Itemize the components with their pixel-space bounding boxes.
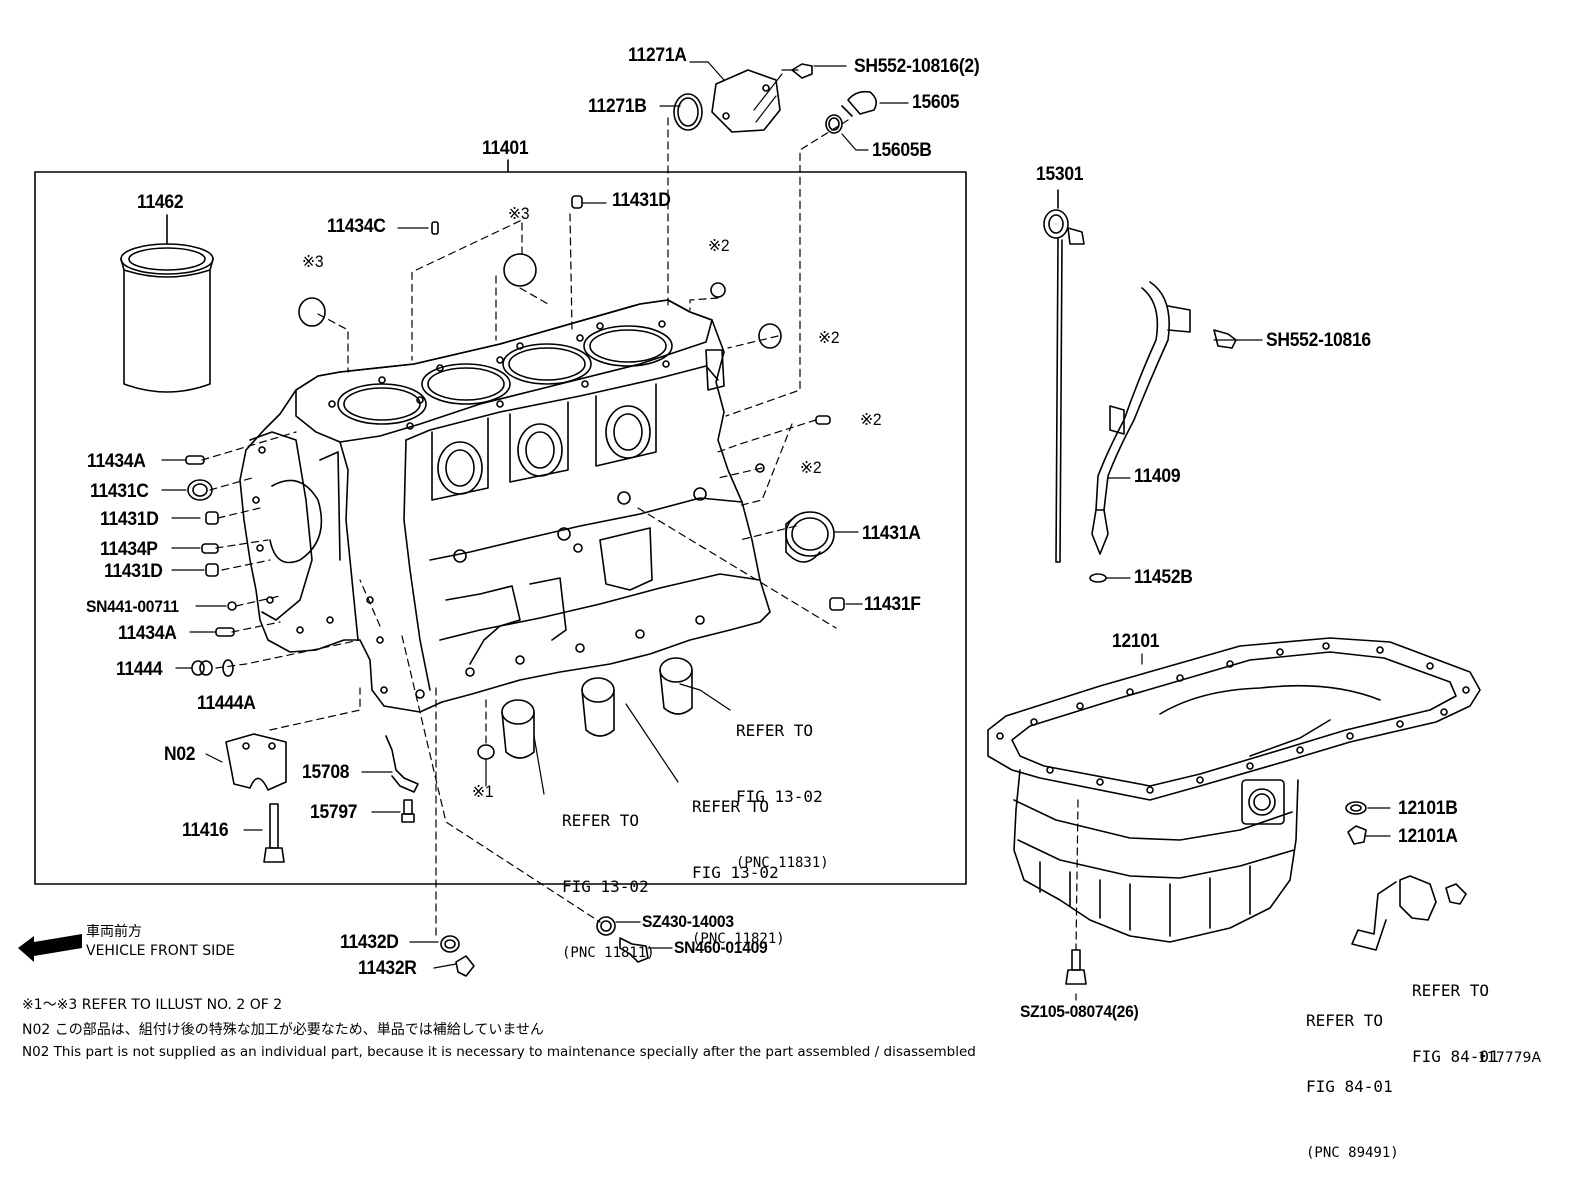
label-11271A: 11271A — [628, 45, 687, 66]
refer-pnc-11831: REFER TO FIG 13-02 (PNC 11831) — [736, 676, 829, 896]
note-n02-jp: N02 この部品は、組付け後の特殊な加工が必要なため、単品では補給していません — [22, 1022, 544, 1038]
label-11452B: 11452B — [1134, 567, 1193, 588]
refer-pnc: (PNC 89491) — [1306, 1145, 1399, 1161]
note-n02-en: N02 This part is not supplied as an indi… — [22, 1044, 976, 1060]
label-ref1: ※1 — [472, 782, 494, 801]
label-11431A: 11431A — [862, 523, 921, 544]
cylinder-block-11401 — [239, 299, 771, 713]
label-11416: 11416 — [182, 820, 229, 841]
label-11432D: 11432D — [340, 932, 399, 953]
front-side-jp: 車両前方 — [86, 924, 142, 940]
oring-11271B — [673, 93, 703, 131]
refer-line-1: REFER TO — [562, 811, 640, 830]
refer-line-2: FIG 84-01 — [1306, 1077, 1393, 1096]
refer-line-2: FIG 13-02 — [692, 863, 779, 882]
front-side-en: VEHICLE FRONT SIDE — [86, 943, 235, 959]
label-ref2-b: ※2 — [818, 328, 840, 347]
oil-pan-12101 — [987, 637, 1481, 943]
label-11409: 11409 — [1134, 466, 1181, 487]
note-refer-illust: ※1～※3 REFER TO ILLUST NO. 2 OF 2 — [22, 997, 283, 1013]
refer-pnc-89491: REFER TO FIG 84-01 (PNC 89491) — [1306, 966, 1399, 1186]
label-15605: 15605 — [912, 92, 960, 113]
dipstick-guide-11409 — [1089, 281, 1191, 583]
refer-pnc: (PNC 11821) — [692, 931, 785, 947]
label-ref3-a: ※3 — [508, 204, 530, 223]
label-ref2-d: ※2 — [800, 458, 822, 477]
refer-pnc-11821: REFER TO FIG 13-02 (PNC 11821) — [692, 752, 785, 972]
label-15708: 15708 — [302, 762, 350, 783]
label-11434A-1: 11434A — [87, 451, 146, 472]
dipstick-15301 — [1043, 189, 1085, 563]
label-11444: 11444 — [116, 659, 163, 680]
label-sh552-10816: SH552-10816 — [1266, 330, 1371, 351]
refer-pnc-11811: REFER TO FIG 13-02 (PNC 11811) — [562, 766, 655, 986]
label-11432R: 11432R — [358, 958, 417, 979]
label-ref3-b: ※3 — [302, 252, 324, 271]
refer-pnc: (PNC 11831) — [736, 855, 829, 871]
cover-11271A — [711, 69, 781, 133]
label-11462: 11462 — [137, 192, 184, 213]
label-sn441-00711: SN441-00711 — [86, 597, 179, 616]
label-sn460-01409: SN460-01409 — [674, 938, 768, 957]
refer-line-2: FIG 13-02 — [562, 877, 649, 896]
label-12101B: 12101B — [1398, 798, 1458, 819]
label-11431D-top: 11431D — [612, 190, 671, 211]
label-11434C: 11434C — [327, 216, 386, 237]
label-11431D-2: 11431D — [104, 561, 163, 582]
refer-line-2: FIG 84-01 — [1412, 1047, 1499, 1066]
label-11434P: 11434P — [100, 539, 158, 560]
refer-line-1: REFER TO — [1412, 981, 1490, 1000]
refer-line-1: REFER TO — [1306, 1011, 1384, 1030]
refer-line-2: FIG 13-02 — [736, 787, 823, 806]
illustration-number: 117779A — [1478, 1050, 1542, 1066]
label-11434A-2: 11434A — [118, 623, 177, 644]
label-11431D-1: 11431D — [100, 509, 159, 530]
label-15605B: 15605B — [872, 140, 932, 161]
label-12101: 12101 — [1112, 631, 1160, 652]
bearing-cap-N02 — [225, 733, 287, 791]
label-11401: 11401 — [482, 138, 529, 159]
label-ref2-c: ※2 — [860, 410, 882, 429]
label-sz105-08074-26: SZ105-08074(26) — [1020, 1002, 1139, 1021]
label-15301: 15301 — [1036, 164, 1084, 185]
label-11444A: 11444A — [197, 693, 256, 714]
refer-fig-84-01: REFER TO FIG 84-01 — [1412, 936, 1499, 1090]
cylinder-block-frame — [34, 171, 967, 885]
label-sz430-14003: SZ430-14003 — [642, 912, 734, 931]
refer-line-1: REFER TO — [736, 721, 814, 740]
label-11271B: 11271B — [588, 96, 647, 117]
refer-pnc: (PNC 11811) — [562, 945, 655, 961]
label-12101A: 12101A — [1398, 826, 1458, 847]
label-sh552-10816-2: SH552-10816(2) — [854, 56, 980, 77]
front-arrow-icon — [18, 934, 82, 962]
label-15797: 15797 — [310, 802, 358, 823]
refer-line-1: REFER TO — [692, 797, 770, 816]
label-11431F: 11431F — [864, 594, 921, 615]
cylinder-liner-11462 — [120, 214, 214, 393]
label-11431C: 11431C — [90, 481, 149, 502]
label-ref2-a: ※2 — [708, 236, 730, 255]
label-N02: N02 — [164, 744, 196, 765]
parts-diagram — [18, 61, 1481, 1001]
